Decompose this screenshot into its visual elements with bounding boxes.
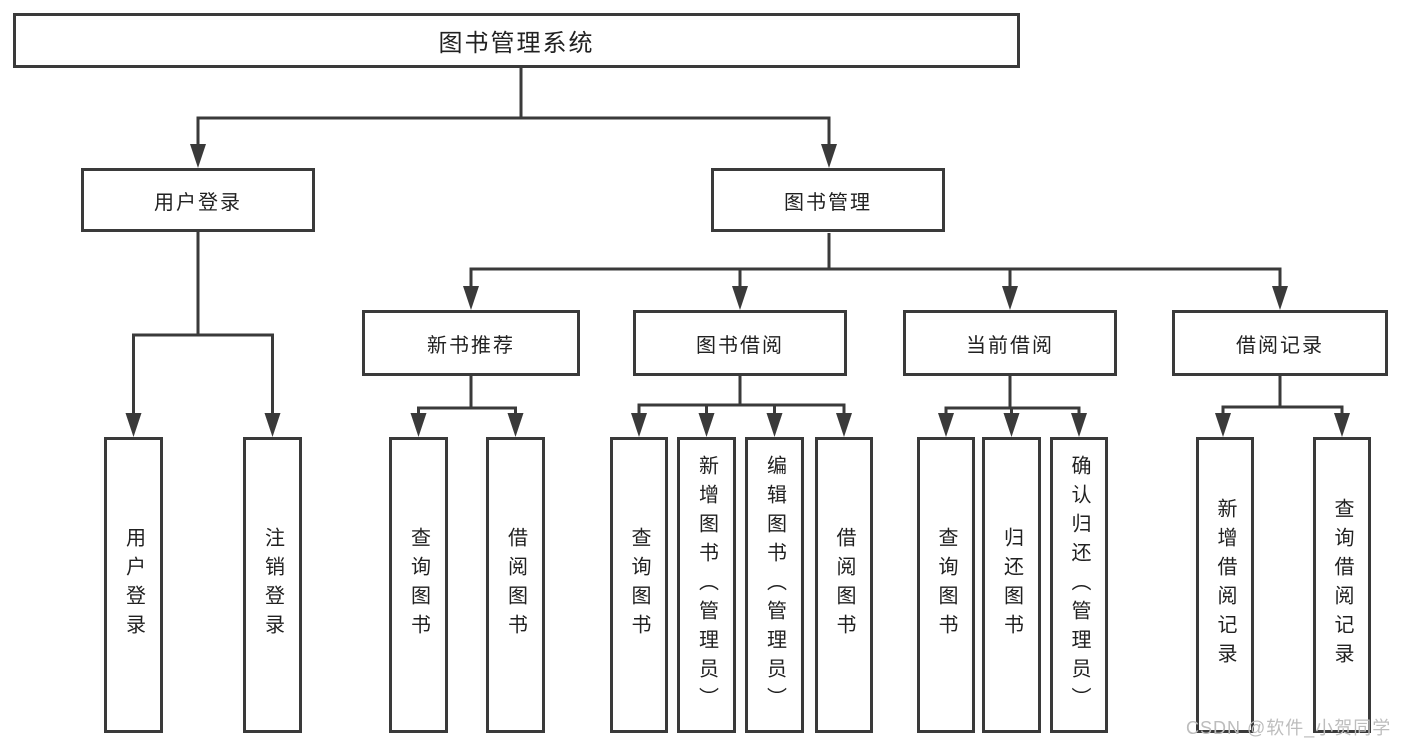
node-label: 新增图书（管理员） — [695, 454, 718, 716]
leaf-borrow-books: 借阅图书 — [815, 437, 873, 733]
leaf-add-borrow-record: 新增借阅记录 — [1196, 437, 1254, 733]
node-book-management: 图书管理 — [711, 168, 945, 232]
node-label: 借阅图书 — [833, 527, 855, 643]
csdn-watermark: CSDN @软件_小贺同学 — [1186, 718, 1392, 738]
node-label: 查询图书 — [935, 527, 957, 643]
node-label: 图书管理系统 — [438, 30, 595, 57]
leaf-borrow-books-recommend: 借阅图书 — [486, 437, 545, 733]
node-current-borrowing: 当前借阅 — [903, 310, 1117, 376]
node-book-borrowing: 图书借阅 — [633, 310, 847, 376]
leaf-user-login: 用户登录 — [104, 437, 163, 733]
node-label: 查询借阅记录 — [1331, 498, 1353, 672]
node-label: 归还图书 — [1000, 527, 1023, 643]
leaf-add-books-admin: 新增图书（管理员） — [677, 437, 736, 733]
node-label: 新增借阅记录 — [1214, 498, 1236, 672]
node-new-book-recommend: 新书推荐 — [362, 310, 580, 376]
node-label: 查询图书 — [628, 527, 650, 643]
node-library-management-system: 图书管理系统 — [13, 13, 1020, 68]
node-label: 借阅记录 — [1236, 334, 1324, 357]
leaf-logout: 注销登录 — [243, 437, 302, 733]
leaf-confirm-return-admin: 确认归还（管理员） — [1050, 437, 1108, 733]
node-user-login: 用户登录 — [81, 168, 315, 232]
node-label: 注销登录 — [261, 527, 284, 643]
node-label: 借阅图书 — [504, 527, 527, 643]
node-label: 图书借阅 — [696, 334, 784, 357]
node-label: 编辑图书（管理员） — [763, 454, 786, 716]
node-borrow-records: 借阅记录 — [1172, 310, 1388, 376]
leaf-query-books-current: 查询图书 — [917, 437, 975, 733]
leaf-return-books: 归还图书 — [982, 437, 1041, 733]
node-label: 新书推荐 — [427, 334, 515, 357]
node-label: 当前借阅 — [966, 334, 1054, 357]
node-label: 确认归还（管理员） — [1068, 454, 1090, 716]
node-label: 用户登录 — [154, 191, 242, 214]
leaf-query-borrow-record: 查询借阅记录 — [1313, 437, 1371, 733]
node-label: 查询图书 — [407, 527, 430, 643]
leaf-query-books-recommend: 查询图书 — [389, 437, 448, 733]
node-label: 图书管理 — [784, 191, 872, 214]
leaf-query-books-borrowing: 查询图书 — [610, 437, 668, 733]
leaf-edit-books-admin: 编辑图书（管理员） — [745, 437, 804, 733]
node-label: 用户登录 — [122, 527, 145, 643]
